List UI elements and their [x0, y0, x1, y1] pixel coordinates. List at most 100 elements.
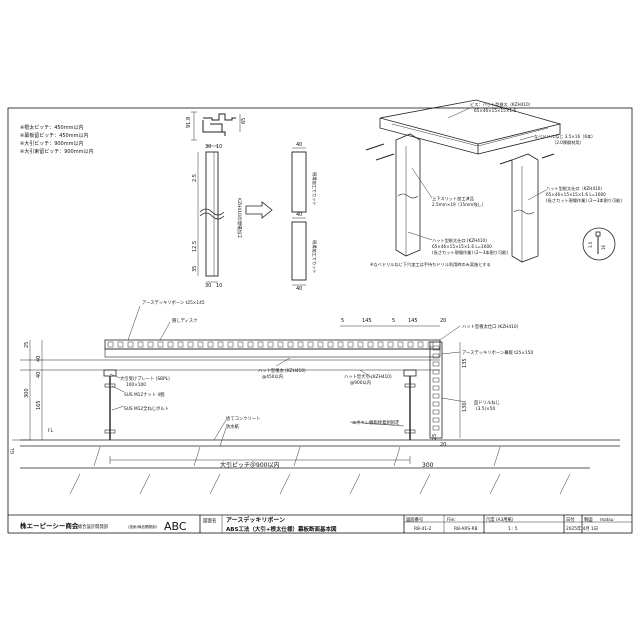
gl-label: GL — [10, 448, 16, 454]
deck-slot — [197, 341, 204, 348]
dim-top-5b: 5 — [392, 318, 395, 324]
main-section: GL FL 5 145 5 145 20 20 25 40 40 165 300… — [10, 299, 620, 495]
cut-label-top: 現場加工でカット — [311, 172, 318, 206]
fascia-slot — [432, 369, 440, 375]
deck-slot — [357, 341, 364, 348]
deck-slot — [147, 341, 154, 348]
fl-label: FL — [48, 428, 54, 434]
detail-dim-b: 16 — [601, 244, 606, 250]
deck-slot — [227, 341, 234, 348]
fascia-slots — [432, 345, 440, 431]
screw-detail: 3.5 16 — [582, 227, 616, 261]
deck-slot — [247, 341, 254, 348]
iso-label-2a: なべドリルねじ 3.5×16（6本） — [534, 133, 595, 140]
deck-board-slots — [107, 341, 434, 348]
dim-right-25: 25 — [432, 434, 438, 440]
label-bolt: SUS M12全ねじボルト — [124, 405, 169, 412]
dim-left-40b: 40 — [36, 372, 42, 378]
deck-slot — [417, 341, 424, 348]
iso-label-2b: （2.0厚鋼材用） — [552, 139, 584, 146]
iso-label-5b: 65×46×15×15×1.6 L=1600 — [546, 192, 606, 197]
number-value: RB-41-2 — [414, 526, 432, 532]
deck-slot — [177, 341, 184, 348]
iso-label-5a: ハット型根太仕口（KZH410） — [546, 185, 605, 192]
post-plate-left — [103, 369, 117, 377]
title-block: 株エーピーシー商会 総合設計開発部 (技術/商品開発部) ABC 図面名 アース… — [20, 515, 632, 533]
joist-side-after: 40 40 40 現場加工でカット 現場加工でカット — [291, 142, 318, 292]
fascia-slot — [432, 353, 440, 359]
dim-after-top: 40 — [296, 142, 302, 148]
iso-label-4b: 65×46×15×15×1.6 L=1600 — [432, 244, 492, 249]
post-plate-right — [403, 369, 417, 377]
label-joist: ハット型根太 (KZH410) — [258, 367, 306, 374]
date-value: 2025年 4月 1日 — [566, 525, 598, 532]
process-label: KZH410の現場加工 — [236, 198, 243, 239]
label-end-sleeper: エボキシ樹脂接着剤固定 — [352, 419, 400, 426]
label-post-plate: 大引受けプレート (SBPL) — [120, 375, 170, 382]
company-logo: ABC — [164, 520, 187, 533]
deck-slot — [407, 341, 414, 348]
fascia-slot — [432, 425, 440, 431]
author-label: 製図 — [584, 516, 593, 523]
file-label: File: — [447, 517, 456, 523]
iso-label-4a: ハット型根太仕口 (KZH410) — [432, 237, 487, 244]
deck-slot — [347, 341, 354, 348]
dim-right-130: 130 — [462, 402, 468, 412]
fascia-slot — [432, 385, 440, 391]
company-dept-note: (技術/商品開発部) — [128, 524, 158, 529]
author-value: matsu — [600, 517, 614, 523]
drawing-name-2: ABS工法（大引+根太仕様）幕板断面基本図 — [226, 525, 337, 533]
label-joist-pitch: @450以内 — [262, 373, 283, 380]
fascia-slot — [432, 393, 440, 399]
deck-slot — [257, 341, 264, 348]
dim-bottom-30: 30 — [205, 283, 211, 289]
process-arrow: KZH410の現場加工 — [236, 198, 273, 239]
deck-slot — [207, 341, 214, 348]
deck-slot — [307, 341, 314, 348]
note-beam-pitch: ※大引ピッチ：900mm以内 — [20, 140, 83, 147]
dim-right-135: 135 — [462, 358, 468, 368]
fascia-post — [429, 341, 443, 439]
deck-slot — [117, 341, 124, 348]
iso-label-3a: 上下スリット加工済品 — [432, 195, 474, 202]
fascia-slot — [432, 361, 440, 367]
iso-label-1b: 65×46×15×15×1.6 — [474, 108, 516, 113]
fascia-slot — [432, 401, 440, 407]
label-screw: 皿ドリルねじ — [474, 400, 500, 406]
drawing-frame — [7, 107, 633, 534]
joist-bar — [104, 348, 441, 358]
fascia-slot — [432, 377, 440, 383]
dim-top-145b: 145 — [408, 318, 418, 324]
drawing-name-1: アースデッキリボーン — [226, 516, 285, 524]
deck-slot — [277, 341, 284, 348]
deck-slot — [397, 341, 404, 348]
iso-label-1a: ビス：ハット型根太（KZH410） — [470, 101, 533, 108]
dim-left-165: 165 — [36, 400, 42, 410]
label-side-deck: アースデッキリボーン幕板 t25×150 — [462, 349, 533, 356]
label-nut: SUS M12ナット 4個 — [124, 391, 164, 398]
deck-slot — [287, 341, 294, 348]
number-label: 図面番号 — [406, 516, 423, 523]
detail-dim-a: 3.5 — [588, 241, 593, 248]
deck-slot — [267, 341, 274, 348]
deck-slot — [317, 341, 324, 348]
dim-top-145a: 145 — [362, 318, 372, 324]
deck-slot — [107, 341, 114, 348]
dim-left-40a: 40 — [36, 356, 42, 362]
dim-after-mid: 40 — [296, 212, 302, 218]
label-screw-size: (3.5)×50 — [476, 406, 496, 412]
deck-slot — [137, 341, 144, 348]
dim-35: 35 — [192, 266, 198, 272]
dim-bottom-300: 300 — [422, 462, 434, 469]
company-name: 株エーピーシー商会 — [20, 521, 79, 530]
deck-slot — [297, 341, 304, 348]
label-beam-pitch: @900以内 — [350, 379, 371, 386]
dim-bottom-10: 10 — [216, 283, 222, 289]
dim-12-5: 12.5 — [192, 241, 198, 252]
deck-slot — [377, 341, 384, 348]
fascia-slot — [432, 345, 440, 351]
deck-slot — [187, 341, 194, 348]
dim-2-5: 2.5 — [192, 174, 198, 182]
deck-boards — [104, 339, 441, 350]
